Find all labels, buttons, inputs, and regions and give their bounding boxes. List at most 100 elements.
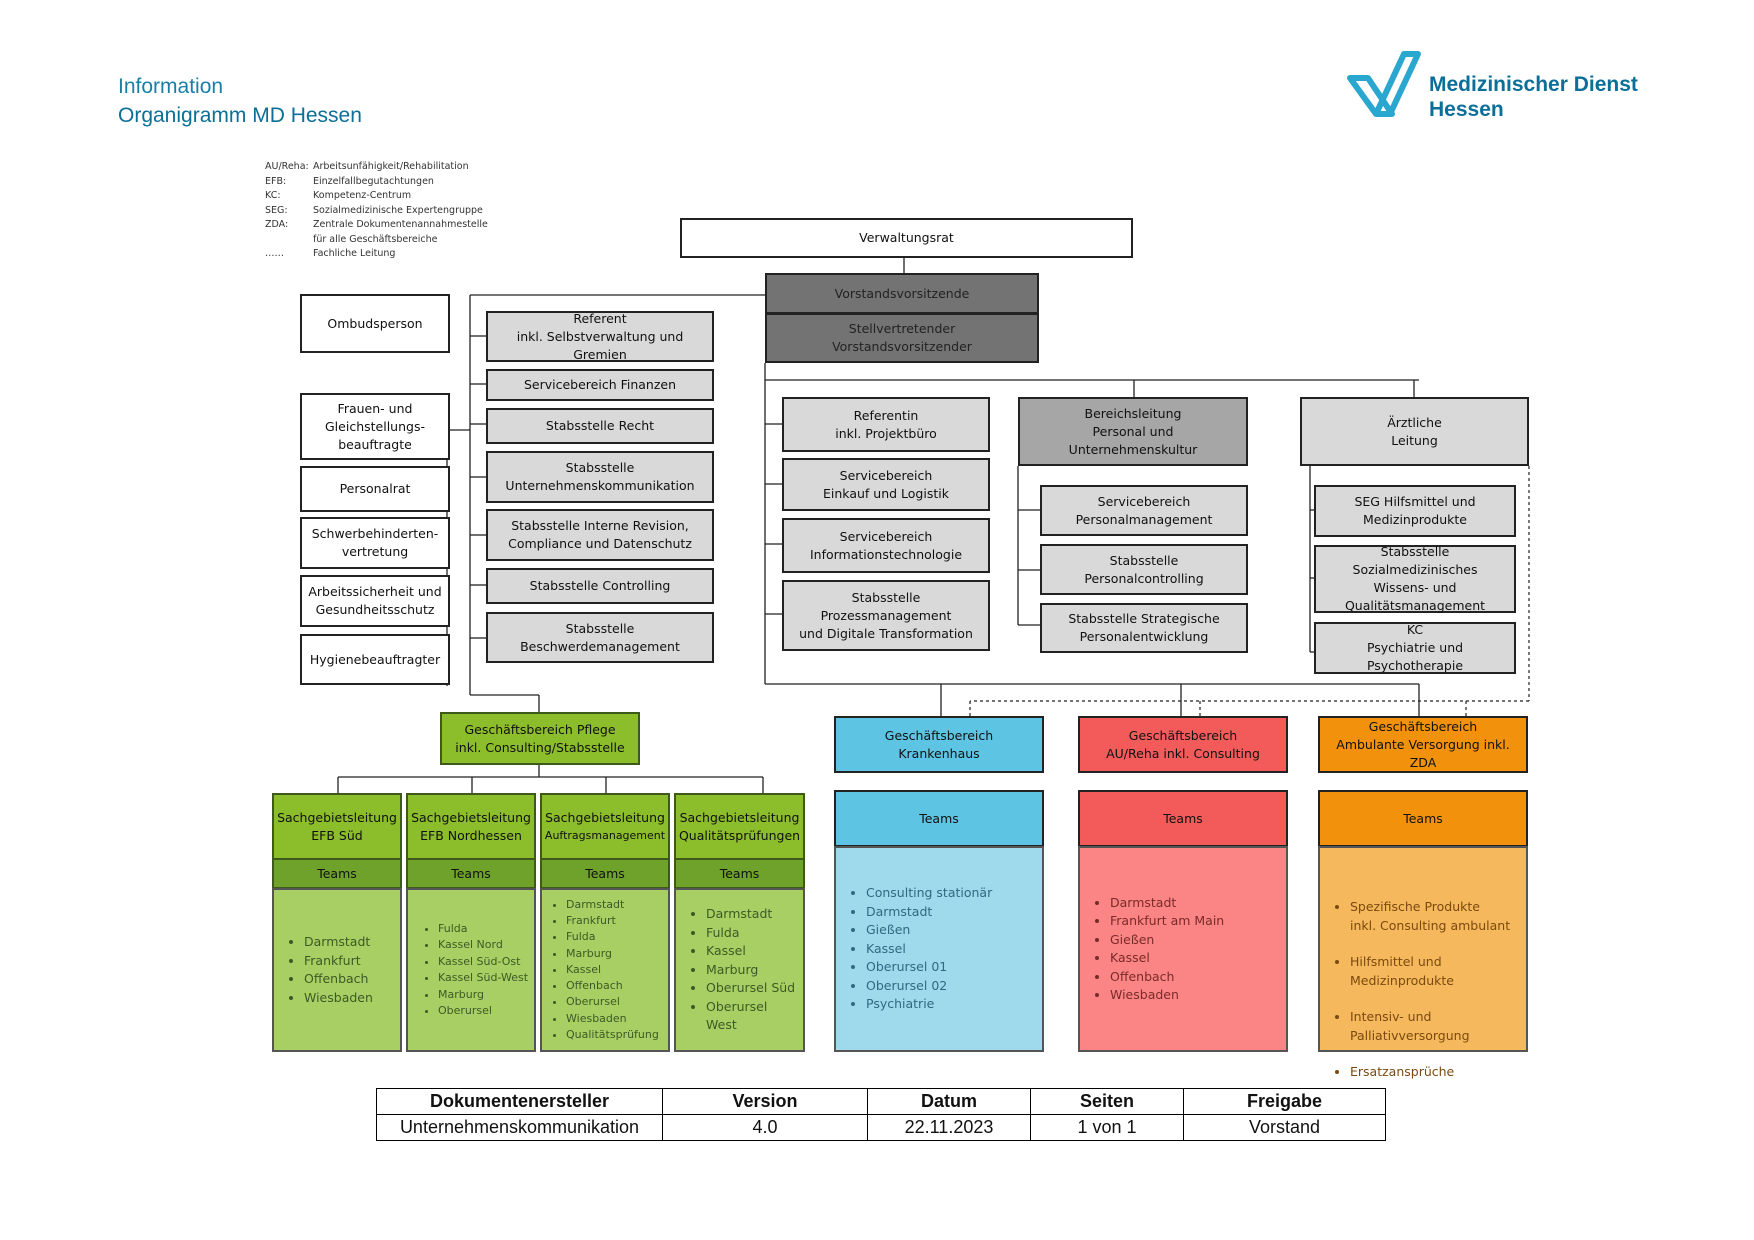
list-item: Offenbach xyxy=(1110,968,1224,987)
header-info: Information xyxy=(118,75,224,98)
list-item: Oberursel xyxy=(566,994,659,1010)
document-meta-table: Dokumentenersteller Version Datum Seiten… xyxy=(376,1088,1386,1141)
ambulant-teams-label: Teams xyxy=(1318,790,1528,847)
pflege-unit-teams-list: Fulda Kassel Nord Kassel Süd-Ost Kassel … xyxy=(406,888,536,1052)
aureha-teams-label: Teams xyxy=(1078,790,1288,847)
pflege-unit-teams-label: Teams xyxy=(674,858,805,889)
finanzen-box: Servicebereich Finanzen xyxy=(486,369,714,401)
pflege-unit-teams-label: Teams xyxy=(272,858,402,889)
schwerbehinderten-box: Schwerbehinderten-vertretung xyxy=(300,517,450,569)
list-item: Kassel xyxy=(566,962,659,978)
list-item: Darmstadt xyxy=(1110,894,1224,913)
list-item: Ersatzansprüche xyxy=(1350,1063,1510,1082)
list-item: Kassel Süd-Ost xyxy=(438,954,528,971)
table-header: Seiten xyxy=(1030,1088,1184,1115)
table-cell: 1 von 1 xyxy=(1030,1114,1184,1141)
krankenhaus-teams-list: Consulting stationär Darmstadt Gießen Ka… xyxy=(834,846,1044,1052)
pflege-unit-teams-label: Teams xyxy=(540,858,670,889)
list-item: Kassel Süd-West xyxy=(438,970,528,987)
list-item: Oberursel 01 xyxy=(866,958,992,977)
list-item: Fulda xyxy=(706,924,799,943)
pflege-unit-teams-list: Darmstadt Frankfurt Offenbach Wiesbaden xyxy=(272,888,402,1052)
table-cell: 22.11.2023 xyxy=(867,1114,1031,1141)
list-item: Intensiv- und Palliativversorgung xyxy=(1350,1008,1510,1045)
table-cell: Vorstand xyxy=(1183,1114,1386,1141)
list-item: Gießen xyxy=(1110,931,1224,950)
list-item: Marburg xyxy=(566,946,659,962)
vorstand-box: Vorstandsvorsitzende xyxy=(765,273,1039,314)
hygiene-box: Hygienebeauftragter xyxy=(300,634,450,685)
list-item: Fulda xyxy=(438,921,528,938)
page-title: Organigramm MD Hessen xyxy=(118,104,362,127)
list-item: Offenbach xyxy=(304,970,373,989)
list-item: Kassel xyxy=(866,940,992,959)
list-item: Consulting stationär xyxy=(866,884,992,903)
ombudsperson-box: Ombudsperson xyxy=(300,294,450,353)
list-item: Wiesbaden xyxy=(1110,986,1224,1005)
list-item: Darmstadt xyxy=(706,905,799,924)
list-item: Gießen xyxy=(866,921,992,940)
list-item: Marburg xyxy=(438,987,528,1004)
list-item: Qualitätsprüfung xyxy=(566,1027,659,1043)
list-item: Oberursel Süd xyxy=(706,979,799,998)
revision-box: Stabsstelle Interne Revision,Compliance … xyxy=(486,509,714,561)
ambulant-teams-list: Spezifische Produkte inkl. Consulting am… xyxy=(1318,846,1528,1079)
pflege-unit-teams-list: Darmstadt Fulda Kassel Marburg Oberursel… xyxy=(674,888,805,1052)
logo-check-icon xyxy=(1347,51,1421,117)
personalrat-box: Personalrat xyxy=(300,466,450,512)
list-item: Oberursel xyxy=(438,1003,528,1020)
list-item: Darmstadt xyxy=(866,903,992,922)
list-item: Hilfsmittel und Medizinprodukte xyxy=(1350,953,1510,990)
list-item: Wiesbaden xyxy=(566,1011,659,1027)
list-item: Frankfurt am Main xyxy=(1110,912,1224,931)
list-item: Oberursel West xyxy=(706,998,799,1035)
list-item: Spezifische Produkte inkl. Consulting am… xyxy=(1350,898,1510,935)
controlling-box: Stabsstelle Controlling xyxy=(486,568,714,604)
list-item: Psychiatrie xyxy=(866,995,992,1014)
pflege-unit-teams-label: Teams xyxy=(406,858,536,889)
list-item: Darmstadt xyxy=(304,933,373,952)
aureha-teams-list: Darmstadt Frankfurt am Main Gießen Kasse… xyxy=(1078,846,1288,1052)
table-cell: 4.0 xyxy=(662,1114,868,1141)
pflege-unit-teams-list: Darmstadt Frankfurt Fulda Marburg Kassel… xyxy=(540,888,670,1052)
table-header: Version xyxy=(662,1088,868,1115)
list-item: Fulda xyxy=(566,929,659,945)
list-item: Frankfurt xyxy=(566,913,659,929)
table-header: Datum xyxy=(867,1088,1031,1115)
list-item: Frankfurt xyxy=(304,952,373,971)
table-row: Dokumentenersteller Version Datum Seiten… xyxy=(376,1088,1386,1115)
table-header: Dokumentenersteller xyxy=(376,1088,663,1115)
list-item: Marburg xyxy=(706,961,799,980)
recht-box: Stabsstelle Recht xyxy=(486,408,714,444)
list-item: Offenbach xyxy=(566,978,659,994)
list-item: Kassel xyxy=(706,942,799,961)
list-item: Kassel Nord xyxy=(438,937,528,954)
logo-text: Medizinischer Dienst Hessen xyxy=(1429,73,1638,121)
table-cell: Unternehmenskommunikation xyxy=(376,1114,663,1141)
